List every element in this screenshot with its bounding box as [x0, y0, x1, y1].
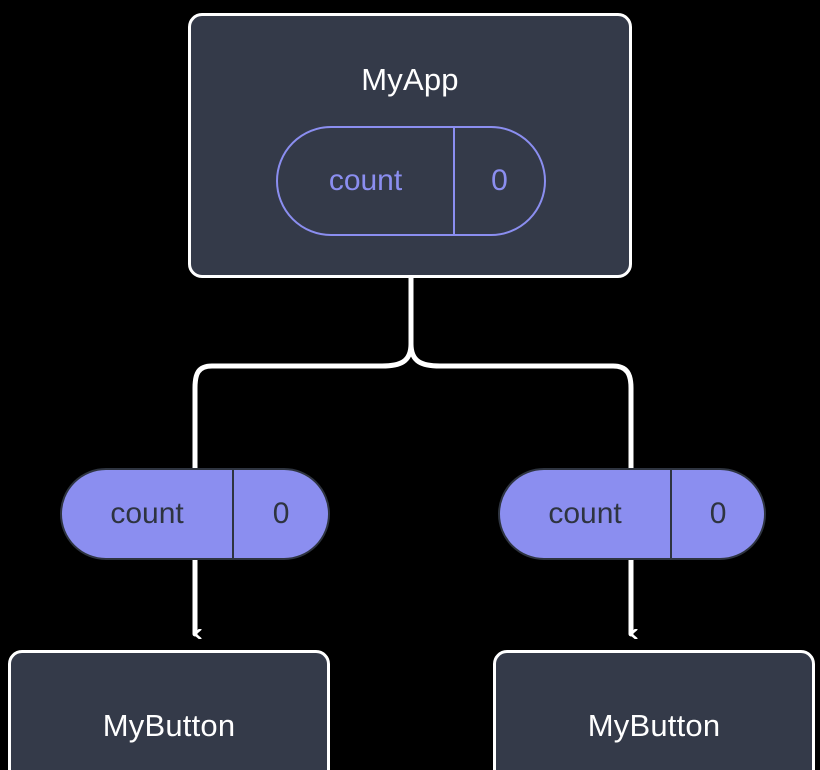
component-node-mybutton-right[interactable]: MyButton: [493, 650, 815, 770]
edge-branch-left: [192, 341, 414, 471]
state-pill-branch-left[interactable]: count 0: [60, 468, 330, 560]
component-label-mybutton: MyButton: [587, 707, 721, 743]
state-pill-value: 0: [670, 470, 764, 558]
state-pill-value: 0: [453, 128, 544, 234]
edge-branch-right: [408, 341, 634, 471]
state-pill-branch-right[interactable]: count 0: [498, 468, 766, 560]
state-pill-myapp[interactable]: count 0: [276, 126, 546, 236]
state-pill-key: count: [110, 497, 184, 530]
component-node-mybutton-left[interactable]: MyButton: [8, 650, 330, 770]
component-label-myapp: MyApp: [361, 62, 459, 97]
component-label-mybutton: MyButton: [102, 707, 236, 743]
state-pill-key: count: [328, 164, 403, 197]
state-pill-value: 0: [232, 470, 328, 558]
edge-root-fork: [192, 275, 634, 471]
state-pill-key: count: [548, 497, 622, 530]
